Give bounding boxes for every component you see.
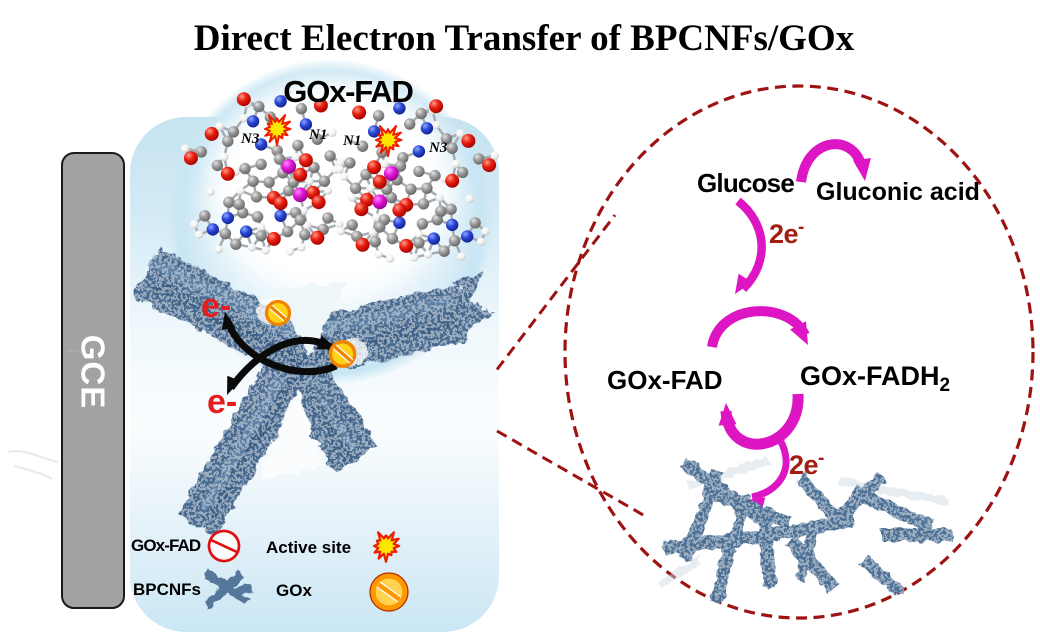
svg-text:Glucose: Glucose: [697, 168, 794, 198]
svg-text:GOx: GOx: [276, 581, 312, 600]
svg-text:Direct Electron Transfer of BP: Direct Electron Transfer of BPCNFs/GOx: [194, 18, 855, 59]
svg-text:Gluconic acid: Gluconic acid: [816, 178, 980, 206]
svg-text:Active site: Active site: [266, 538, 351, 557]
svg-text:N3: N3: [240, 131, 260, 147]
svg-text:N3: N3: [428, 140, 448, 156]
svg-text:N1: N1: [308, 127, 327, 143]
svg-text:BPCNFs: BPCNFs: [133, 580, 201, 599]
svg-text:e-: e-: [207, 383, 237, 421]
svg-text:N1: N1: [342, 133, 361, 149]
svg-text:GOx-FADH2: GOx-FADH2: [800, 361, 950, 396]
svg-text:GOx-FAD: GOx-FAD: [607, 365, 723, 395]
svg-text:GOx-FAD: GOx-FAD: [283, 74, 413, 109]
svg-text:GOx-FAD: GOx-FAD: [131, 536, 201, 555]
svg-text:e-: e-: [201, 287, 231, 325]
svg-text:GCE: GCE: [75, 335, 112, 410]
